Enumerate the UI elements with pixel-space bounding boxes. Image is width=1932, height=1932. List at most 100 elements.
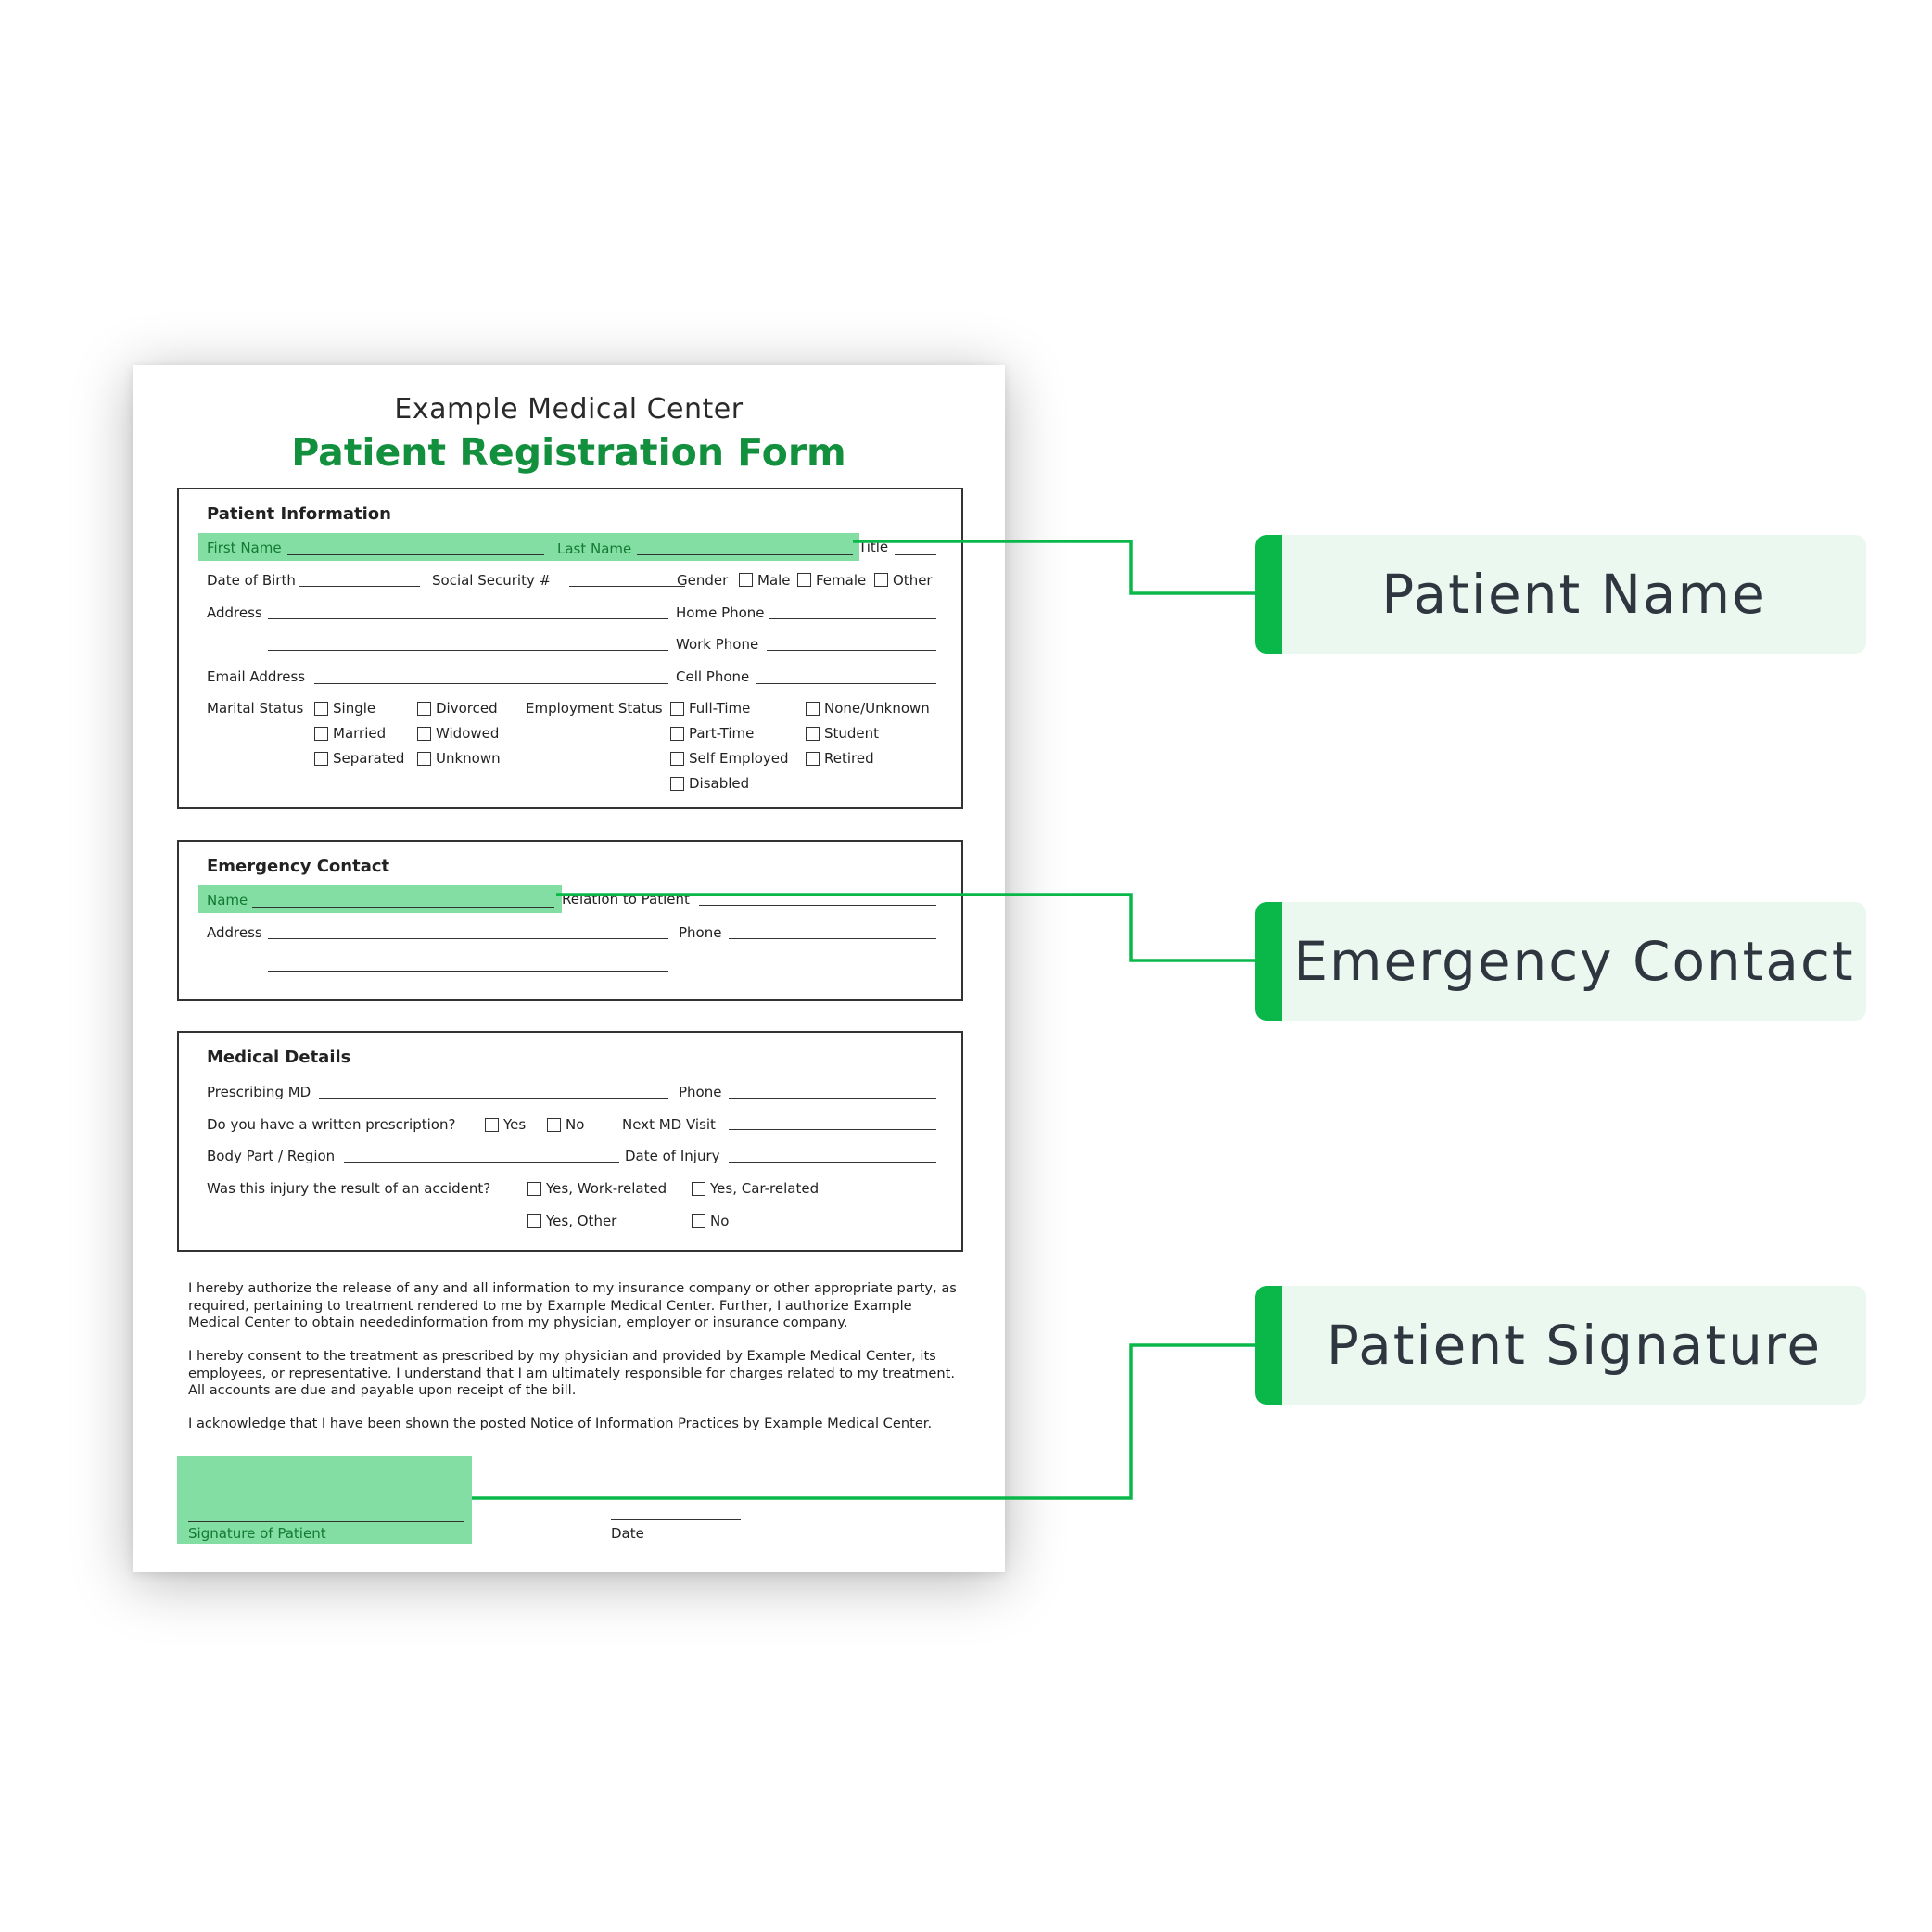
date-of-injury-label: Date of Injury (625, 1148, 720, 1164)
callout-label: Patient Name (1381, 563, 1767, 626)
relation-field[interactable] (699, 905, 936, 906)
title-field[interactable] (895, 554, 936, 555)
marital-unknown-checkbox[interactable] (417, 752, 431, 766)
signature-field[interactable] (188, 1521, 464, 1522)
employment-retired-label: Retired (824, 750, 874, 767)
emergency-phone-field[interactable] (729, 938, 936, 939)
signature-highlight (177, 1456, 472, 1544)
accident-other-checkbox[interactable] (527, 1214, 541, 1228)
first-name-field[interactable] (287, 554, 544, 555)
address-field-2[interactable] (268, 650, 668, 651)
accident-question-label: Was this injury the result of an acciden… (207, 1180, 491, 1197)
employment-fulltime-checkbox[interactable] (670, 702, 684, 716)
employment-status-label: Employment Status (526, 700, 663, 717)
accident-other-label: Yes, Other (546, 1213, 617, 1229)
prescribing-md-label: Prescribing MD (207, 1084, 311, 1100)
accident-car-label: Yes, Car-related (710, 1180, 820, 1197)
callout-emergency-contact: Emergency Contact (1255, 902, 1866, 1021)
body-part-field[interactable] (344, 1162, 619, 1163)
date-field[interactable] (611, 1519, 741, 1520)
employment-disabled-checkbox[interactable] (670, 777, 684, 791)
marital-single-label: Single (333, 700, 376, 717)
gender-label: Gender (677, 572, 729, 589)
emergency-address-field-2[interactable] (268, 971, 668, 972)
gender-other-checkbox[interactable] (874, 573, 888, 587)
emergency-address-label: Address (207, 924, 262, 941)
gender-male-checkbox[interactable] (739, 573, 753, 587)
employment-none-label: None/Unknown (824, 700, 930, 717)
gender-female-checkbox[interactable] (797, 573, 811, 587)
dob-label: Date of Birth (207, 572, 296, 589)
callout-accent-bar (1255, 535, 1282, 654)
callout-accent-bar (1255, 902, 1282, 1021)
patient-name-highlight (198, 533, 859, 561)
signature-label: Signature of Patient (188, 1525, 326, 1542)
written-rx-yes-checkbox[interactable] (485, 1118, 499, 1132)
connector-patient-name (853, 540, 1257, 595)
patient-information-section: Patient Information First Name Last Name… (177, 488, 963, 809)
email-field[interactable] (314, 683, 668, 684)
ssn-field[interactable] (569, 586, 685, 587)
section-heading: Medical Details (207, 1048, 351, 1067)
employment-selfemployed-checkbox[interactable] (670, 752, 684, 766)
marital-status-label: Marital Status (207, 700, 304, 717)
callout-patient-name: Patient Name (1255, 535, 1866, 654)
emergency-name-field[interactable] (252, 907, 554, 908)
callout-accent-bar (1255, 1286, 1282, 1405)
authorization-paragraph: I hereby authorize the release of any an… (188, 1280, 957, 1330)
connector-emergency-contact (556, 893, 1257, 962)
accident-car-checkbox[interactable] (692, 1182, 705, 1196)
dob-field[interactable] (299, 586, 420, 587)
marital-married-checkbox[interactable] (314, 727, 328, 741)
home-phone-field[interactable] (769, 618, 936, 619)
accident-work-checkbox[interactable] (527, 1182, 541, 1196)
marital-divorced-checkbox[interactable] (417, 702, 431, 716)
employment-student-label: Student (824, 725, 880, 742)
employment-retired-checkbox[interactable] (806, 752, 820, 766)
md-phone-field[interactable] (729, 1098, 936, 1099)
marital-separated-label: Separated (333, 750, 405, 767)
address-field-1[interactable] (268, 618, 668, 619)
email-label: Email Address (207, 668, 306, 685)
emergency-name-highlight (198, 885, 562, 913)
form-title: Patient Registration Form (291, 430, 846, 475)
work-phone-field[interactable] (767, 650, 936, 651)
next-visit-label: Next MD Visit (622, 1116, 716, 1133)
acknowledgement-paragraph: I acknowledge that I have been shown the… (188, 1416, 933, 1431)
consent-paragraph: I hereby consent to the treatment as pre… (188, 1348, 955, 1398)
written-rx-no-checkbox[interactable] (547, 1118, 561, 1132)
accident-no-checkbox[interactable] (692, 1214, 705, 1228)
home-phone-label: Home Phone (676, 604, 765, 621)
employment-parttime-label: Part-Time (689, 725, 755, 742)
marital-single-checkbox[interactable] (314, 702, 328, 716)
date-label: Date (611, 1525, 644, 1542)
written-rx-yes-label: Yes (503, 1116, 527, 1133)
marital-widowed-checkbox[interactable] (417, 727, 431, 741)
employment-student-checkbox[interactable] (806, 727, 820, 741)
employment-none-checkbox[interactable] (806, 702, 820, 716)
last-name-label: Last Name (557, 540, 632, 557)
date-of-injury-field[interactable] (729, 1162, 936, 1163)
gender-other-label: Other (893, 572, 933, 589)
marital-married-label: Married (333, 725, 387, 742)
marital-separated-checkbox[interactable] (314, 752, 328, 766)
callout-patient-signature: Patient Signature (1255, 1286, 1866, 1405)
emergency-name-label: Name (207, 892, 248, 909)
prescribing-md-field[interactable] (319, 1098, 668, 1099)
cell-phone-field[interactable] (756, 683, 936, 684)
last-name-field[interactable] (637, 554, 853, 555)
written-rx-no-label: No (566, 1116, 585, 1133)
emergency-phone-label: Phone (679, 924, 722, 941)
medical-details-section: Medical Details Prescribing MD Phone Do … (177, 1031, 963, 1252)
employment-fulltime-label: Full-Time (689, 700, 751, 717)
written-rx-label: Do you have a written prescription? (207, 1116, 456, 1133)
next-visit-field[interactable] (729, 1129, 936, 1130)
first-name-label: First Name (207, 540, 282, 556)
emergency-address-field-1[interactable] (268, 938, 668, 939)
employment-parttime-checkbox[interactable] (670, 727, 684, 741)
marital-unknown-label: Unknown (436, 750, 501, 767)
employment-disabled-label: Disabled (689, 775, 750, 792)
work-phone-label: Work Phone (676, 636, 759, 653)
organization-name: Example Medical Center (394, 393, 744, 426)
